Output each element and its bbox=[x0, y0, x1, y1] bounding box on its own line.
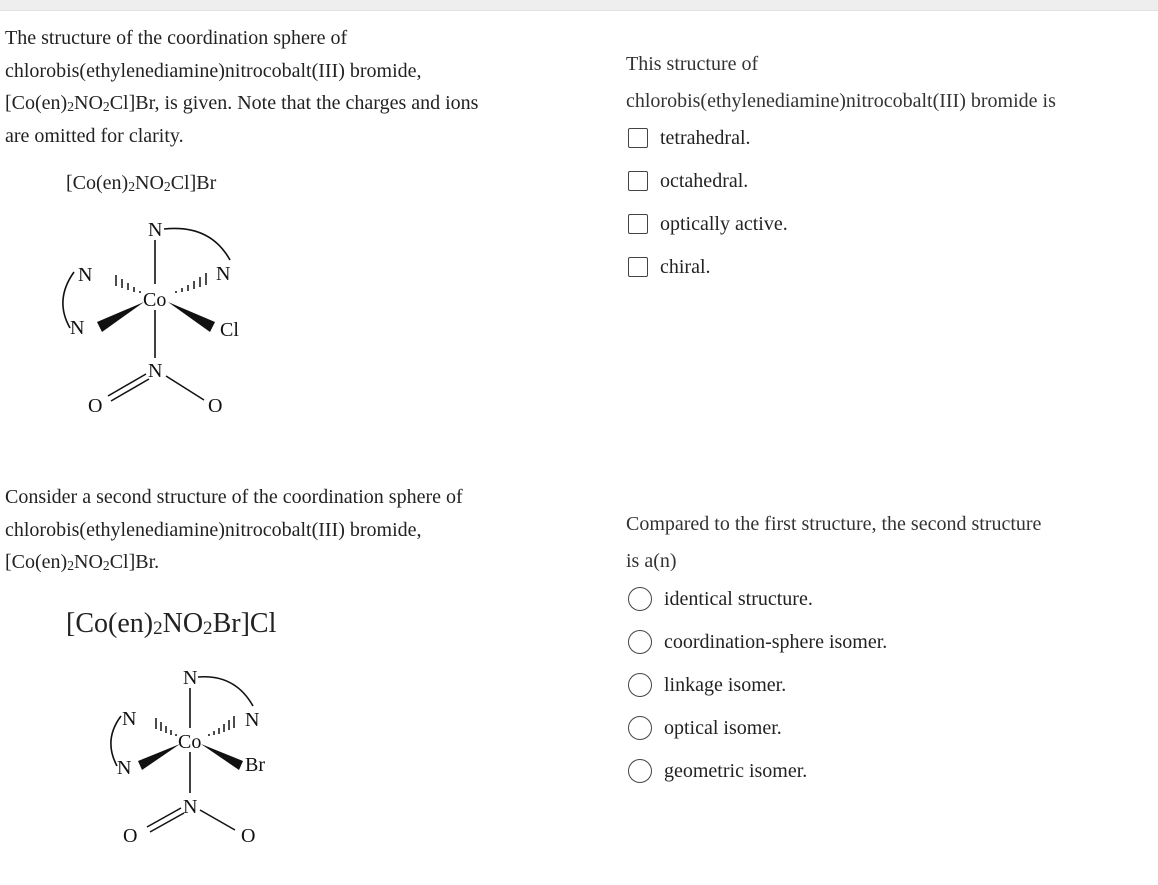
radio-button[interactable] bbox=[628, 630, 652, 654]
structure1-diagram: N N Co N N Cl N O O bbox=[62, 219, 239, 417]
radio-button[interactable] bbox=[628, 673, 652, 697]
atom-co: Co bbox=[143, 289, 166, 311]
atom-n-bottom: N bbox=[148, 360, 162, 382]
atom-n-top: N bbox=[148, 219, 162, 241]
atom-n-top: N bbox=[183, 667, 197, 689]
atom-br: Br bbox=[245, 754, 265, 776]
checkbox[interactable] bbox=[628, 171, 648, 191]
atom-n-bottom: N bbox=[183, 796, 197, 818]
question2-prompt-line2: is a(n) bbox=[626, 550, 677, 572]
atom-n-right: N bbox=[216, 263, 230, 285]
atom-cl: Cl bbox=[220, 319, 239, 341]
atom-n-left-down: N bbox=[70, 317, 84, 339]
structure1-formula: [Co(en)2NO2Cl]Br bbox=[66, 172, 217, 194]
atom-n-left-up: N bbox=[78, 264, 92, 286]
intro-line: chlorobis(ethylenediamine)nitrocobalt(II… bbox=[5, 518, 422, 541]
question2-intro: Consider a second structure of the coord… bbox=[5, 481, 463, 579]
intro-formula-line: [Co(en)2NO2Cl]Br, is given. Note that th… bbox=[5, 92, 479, 114]
checkbox[interactable] bbox=[628, 214, 648, 234]
atom-n-left-up: N bbox=[122, 708, 136, 730]
question1-intro: The structure of the coordination sphere… bbox=[5, 22, 478, 152]
structure2-diagram: N N Co N N Br N O O bbox=[110, 667, 265, 847]
checkbox[interactable] bbox=[628, 128, 648, 148]
top-bar bbox=[0, 0, 1158, 11]
option-geometric-isomer[interactable]: geometric isomer. bbox=[628, 758, 807, 784]
option-linkage-isomer[interactable]: linkage isomer. bbox=[628, 672, 786, 698]
option-tetrahedral[interactable]: tetrahedral. bbox=[628, 125, 751, 151]
question2-prompt-line1: Compared to the first structure, the sec… bbox=[626, 513, 1042, 535]
intro-line: are omitted for clarity. bbox=[5, 124, 184, 147]
radio-button[interactable] bbox=[628, 587, 652, 611]
intro-line: The structure of the coordination sphere… bbox=[5, 27, 348, 49]
option-coordination-sphere-isomer[interactable]: coordination-sphere isomer. bbox=[628, 629, 887, 655]
option-optically-active[interactable]: optically active. bbox=[628, 211, 788, 237]
question1-prompt-line2: chlorobis(ethylenediamine)nitrocobalt(II… bbox=[626, 90, 1056, 112]
option-identical-structure[interactable]: identical structure. bbox=[628, 586, 813, 612]
option-optical-isomer[interactable]: optical isomer. bbox=[628, 715, 782, 741]
atom-o-left: O bbox=[88, 395, 102, 417]
structure2-formula: [Co(en)2NO2Br]Cl bbox=[66, 608, 277, 640]
intro-line: chlorobis(ethylenediamine)nitrocobalt(II… bbox=[5, 59, 422, 82]
option-octahedral[interactable]: octahedral. bbox=[628, 168, 748, 194]
option-chiral[interactable]: chiral. bbox=[628, 254, 711, 280]
intro-formula-line: [Co(en)2NO2Cl]Br. bbox=[5, 551, 160, 573]
radio-button[interactable] bbox=[628, 759, 652, 783]
radio-button[interactable] bbox=[628, 716, 652, 740]
intro-line: Consider a second structure of the coord… bbox=[5, 486, 463, 508]
atom-o-right: O bbox=[241, 825, 255, 847]
atom-n-left-down: N bbox=[117, 757, 131, 779]
atom-o-right: O bbox=[208, 395, 222, 417]
checkbox[interactable] bbox=[628, 257, 648, 277]
question1-prompt-line1: This structure of bbox=[626, 53, 759, 75]
atom-n-right: N bbox=[245, 709, 259, 731]
atom-co: Co bbox=[178, 731, 201, 753]
atom-o-left: O bbox=[123, 825, 137, 847]
